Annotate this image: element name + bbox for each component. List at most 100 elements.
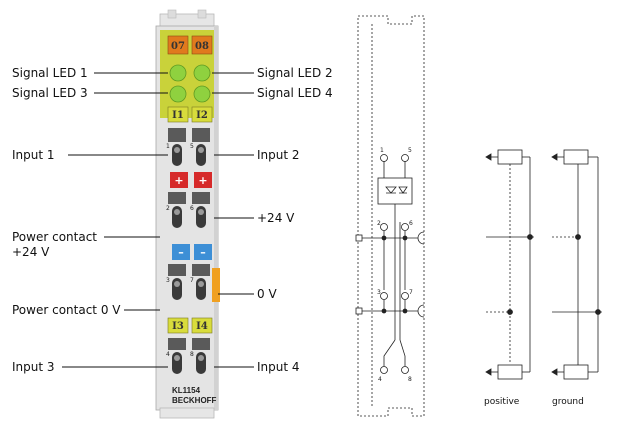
schem-pin-label-3: 3 <box>377 289 381 296</box>
schem-pin-5 <box>401 154 409 162</box>
schem-pin-label-2: 2 <box>377 220 381 227</box>
schematic-outline <box>357 15 425 417</box>
release-slot-5 <box>192 128 210 142</box>
terminal-module: 07 08 I1 I2 1 5 + + <box>155 9 220 419</box>
callout-signal-led-4: Signal LED 4 <box>257 86 333 100</box>
schem-pin-1 <box>380 154 388 162</box>
terminal-block-4: 4 8 <box>166 338 210 374</box>
callout-input-1: Input 1 <box>12 148 55 162</box>
callout-signal-led-2: Signal LED 2 <box>257 66 333 80</box>
gnd-arrow-bottom-head <box>551 368 558 376</box>
plus-sign-left: + <box>174 174 183 187</box>
bottom-clip <box>159 407 215 419</box>
gnd-sensor-bottom <box>563 364 589 380</box>
terminal-block-3: 3 7 <box>166 264 210 300</box>
schem-pin-label-7: 7 <box>409 289 413 296</box>
schem-pin-7 <box>401 292 409 300</box>
schem-rail-0v-right-contact <box>417 304 425 318</box>
contact-hole-2 <box>174 209 180 215</box>
schem-rail-24v-right-contact <box>417 231 425 245</box>
release-slot-4 <box>168 338 186 350</box>
terminal-block-1: 1 5 <box>166 128 210 166</box>
pos-24v-node <box>527 234 533 240</box>
schem-pin-6 <box>401 223 409 231</box>
schem-pin-label-1: 1 <box>380 147 384 154</box>
led-badge-07 <box>167 35 189 55</box>
gnd-arrow-top-head <box>551 153 558 161</box>
contact-hole-3 <box>174 281 180 287</box>
led-number-07: 07 <box>171 41 185 52</box>
contact-hole-6 <box>198 209 204 215</box>
internal-schematic <box>355 15 425 417</box>
callout-power-contact-0v: Power contact 0 V <box>12 303 121 317</box>
callout-signal-led-1: Signal LED 1 <box>12 66 88 80</box>
schem-pin-label-6: 6 <box>409 220 413 227</box>
release-slot-6 <box>192 192 210 204</box>
schem-rail-24v-left-contact <box>355 234 363 242</box>
badge-i1 <box>167 106 189 123</box>
pin-number-4: 4 <box>166 351 170 358</box>
clip-tab-right <box>197 9 207 19</box>
badge-i4 <box>191 317 213 334</box>
signal-led-4 <box>193 85 211 103</box>
led-badge-08 <box>191 35 213 55</box>
badge-i3 <box>167 317 189 334</box>
gnd-0v-node <box>595 309 601 315</box>
signal-led-2 <box>193 64 211 82</box>
release-slot-7 <box>192 264 210 276</box>
contact-hole-1 <box>174 147 180 153</box>
optocoupler-diode-icon <box>385 186 397 194</box>
badge-i2 <box>191 106 213 123</box>
power-contact-tab <box>212 268 220 302</box>
pin-number-3: 3 <box>166 277 170 284</box>
release-slot-1 <box>168 128 186 142</box>
gnd-24v-node <box>575 234 581 240</box>
callout-input-3: Input 3 <box>12 360 55 374</box>
signal-led-1 <box>169 64 187 82</box>
clip-tab-left <box>167 9 177 19</box>
pin-number-5: 5 <box>190 143 194 150</box>
badge-i3-text: I3 <box>172 321 184 332</box>
callout-power-contact-24v: Power contact <box>12 230 97 244</box>
signal-led-3 <box>169 85 187 103</box>
pos-arrow-bottom-head <box>485 368 492 376</box>
badge-i1-text: I1 <box>172 110 184 121</box>
callout-input-2: Input 2 <box>257 148 300 162</box>
pos-sensor-top <box>497 149 523 165</box>
schem-pin-3 <box>380 292 388 300</box>
wiring-ground <box>551 149 602 380</box>
schem-rail-0v-left-contact <box>355 307 363 315</box>
release-slot-8 <box>192 338 210 350</box>
gnd-sensor-top <box>563 149 589 165</box>
pin-number-2: 2 <box>166 205 170 212</box>
brand-logo: BECKHOFF <box>172 396 217 405</box>
wiring-positive <box>485 149 534 380</box>
callout-signal-led-3: Signal LED 3 <box>12 86 88 100</box>
pos-arrow-top-head <box>485 153 492 161</box>
minus-indicator-left <box>172 244 190 260</box>
schem-pin-8 <box>401 366 409 374</box>
callouts <box>62 72 254 368</box>
badge-i2-text: I2 <box>196 110 208 121</box>
plus-indicator-right <box>194 172 212 188</box>
pin-number-8: 8 <box>190 351 194 358</box>
release-slot-3 <box>168 264 186 276</box>
model-number: KL1154 <box>172 386 201 395</box>
pin-number-7: 7 <box>190 277 194 284</box>
schem-wire-to-8 <box>399 339 406 366</box>
callout-zero-v: 0 V <box>257 287 277 301</box>
release-slot-2 <box>168 192 186 204</box>
optocoupler-phototransistor-icon <box>398 186 408 194</box>
contact-hole-5 <box>198 147 204 153</box>
schem-pin-4 <box>380 366 388 374</box>
callout-power-contact-24v-value: +24 V <box>12 245 50 259</box>
schem-pin-2 <box>380 223 388 231</box>
pin-number-6: 6 <box>190 205 194 212</box>
pin-number-1: 1 <box>166 143 170 150</box>
contact-hole-4 <box>174 355 180 361</box>
contact-hole-7 <box>198 281 204 287</box>
minus-indicator-right <box>194 244 212 260</box>
contact-hole-8 <box>198 355 204 361</box>
led-number-08: 08 <box>195 41 209 52</box>
